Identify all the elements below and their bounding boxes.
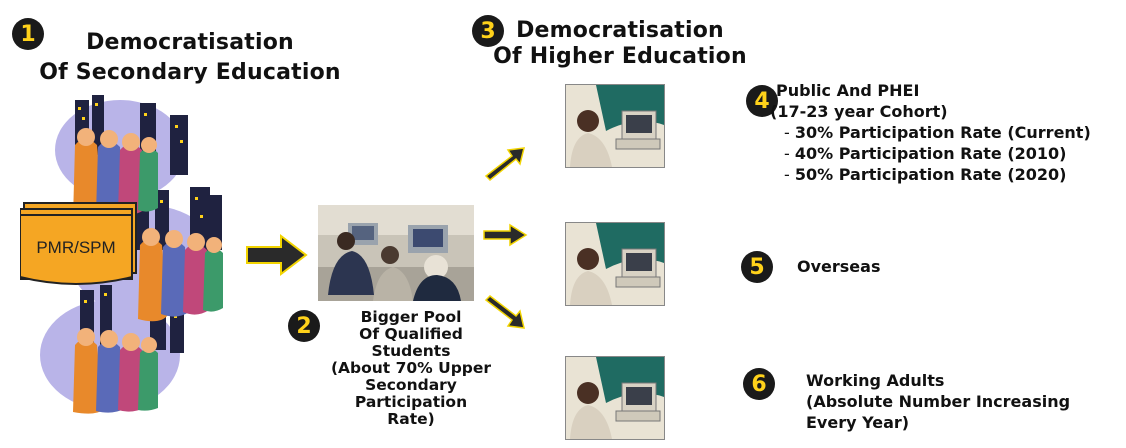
step-3-title: Democratisation Of Higher Education [490,18,750,70]
arrow-to-pool [246,233,308,277]
arrow-to-working-adults [484,295,525,329]
step-1-title: Democratisation Of Secondary Education [30,30,350,86]
step-4-rate-2: - 40% Participation Rate (2010) [784,144,1067,163]
step-2-text: Bigger Pool Of Qualified Students (About… [305,309,517,428]
step-1-title-line1: Democratisation [86,30,294,55]
step-6-line-2: (Absolute Number Increasing [806,392,1071,411]
arrow-to-overseas [483,223,528,247]
step-6-line-1: Working Adults [806,371,945,390]
photo-public-phei [565,84,665,168]
step-3-title-line2: Of Higher Education [493,44,747,69]
step-6-badge: 6 [743,368,775,400]
step-2-line-3: Students [371,342,451,360]
step-1-badge: 1 [12,18,44,50]
step-1-title-line2: Of Secondary Education [39,60,341,85]
step-4-text: Public And PHEI (17-23 year Cohort) - 30… [770,80,1121,185]
step-4-line-1: Public And PHEI [776,81,920,100]
step-2-line-2: Of Qualified [359,325,463,343]
computer-lab-photo [318,205,474,301]
step-2-badge: 2 [288,310,320,342]
step-4-badge: 4 [746,85,778,117]
photo-working-adults [565,356,665,440]
step-3-badge: 3 [472,15,504,47]
step-4-line-2: (17-23 year Cohort) [770,102,948,121]
photo-overseas [565,222,665,306]
step-3-title-line1: Democratisation [516,18,724,43]
people-clipart: PMR/SPM [20,95,223,414]
step-2-line-7: Rate) [387,410,435,428]
step-4-rate-3: - 50% Participation Rate (2020) [784,165,1067,184]
step-4-rate-1: - 30% Participation Rate (Current) [784,123,1091,142]
arrow-to-public [484,147,525,182]
sign-text: PMR/SPM [36,238,115,257]
step-2-line-1: Bigger Pool [360,308,462,326]
step-2-line-4: (About 70% Upper [330,359,492,377]
step-2-line-5: Secondary [365,376,457,394]
step-6-line-3: Every Year) [806,413,910,432]
step-5-label: Overseas [797,257,881,276]
step-2-line-6: Participation [354,393,468,411]
step-6-text: Working Adults (Absolute Number Increasi… [806,370,1116,433]
step-5-badge: 5 [741,251,773,283]
